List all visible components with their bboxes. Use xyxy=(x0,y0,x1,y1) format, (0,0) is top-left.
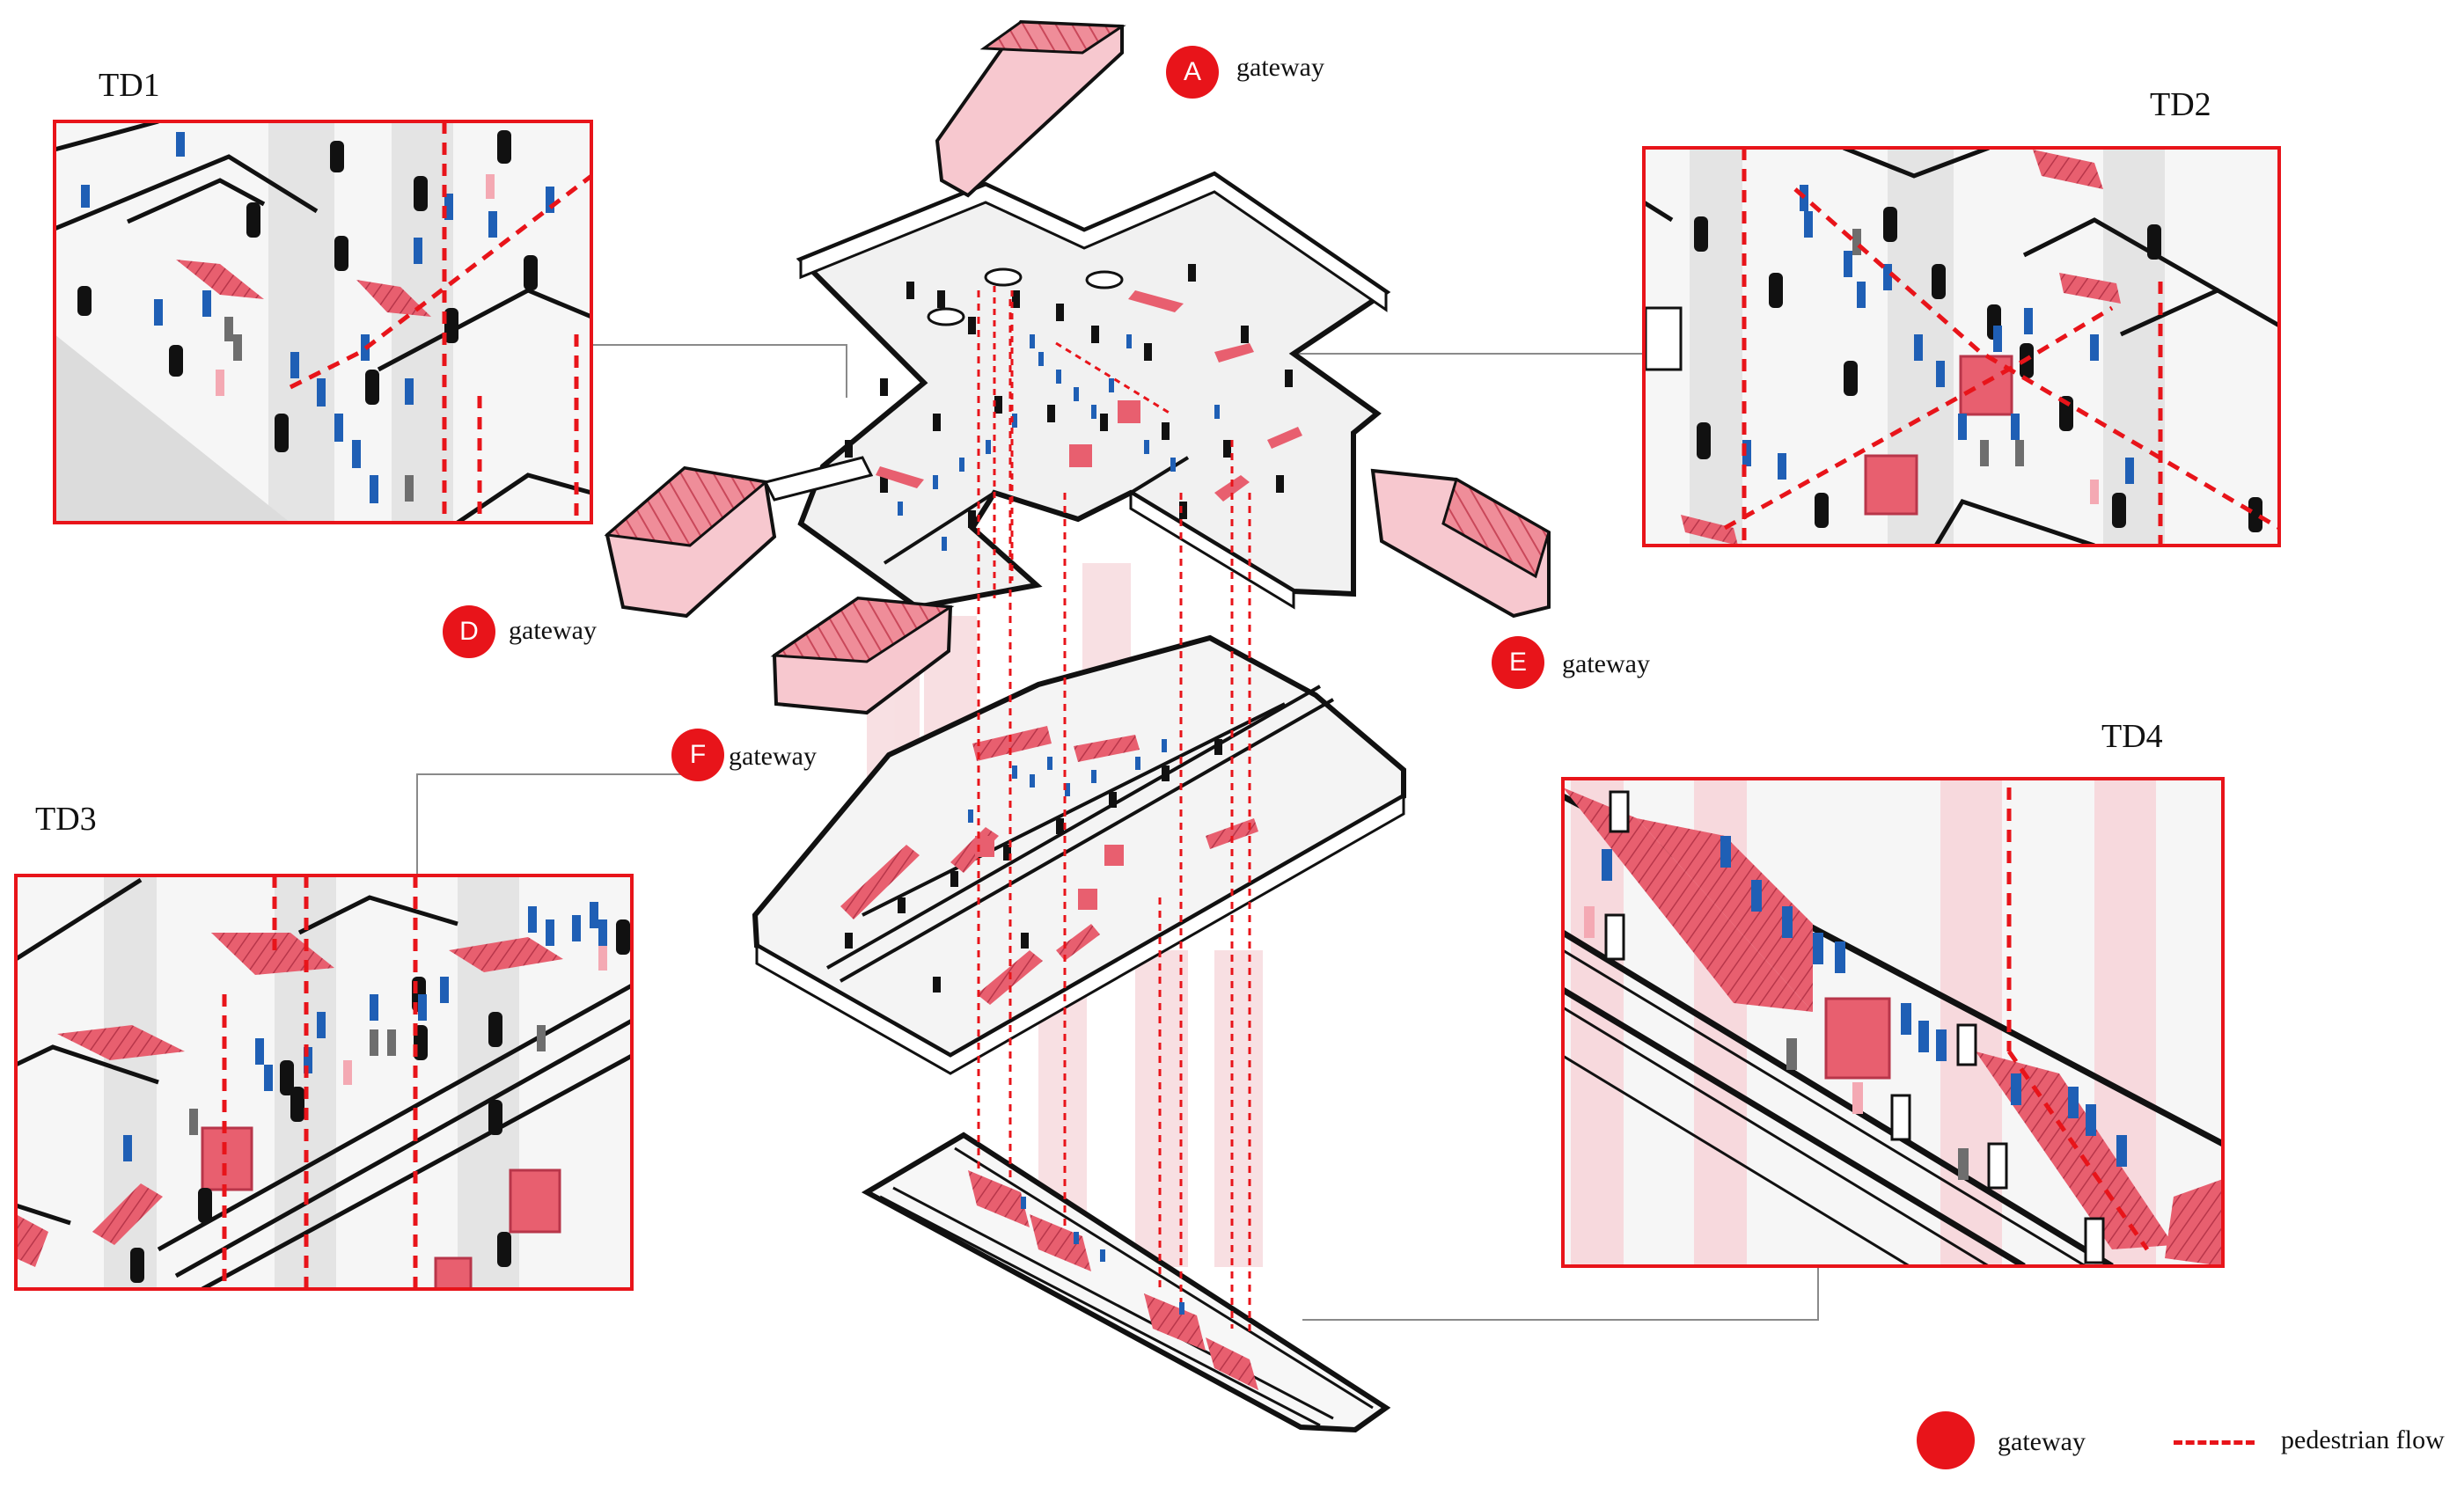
legend-flow-symbol xyxy=(2174,1440,2255,1445)
inset-td1 xyxy=(55,121,591,523)
legend-flow-label: pedestrian flow xyxy=(2281,1425,2445,1454)
gateway-entrance-e xyxy=(1370,468,1551,619)
gateway-label-e: gateway xyxy=(1562,649,1650,678)
upper-concourse-level xyxy=(796,171,1391,611)
inset-label-td1: TD1 xyxy=(99,67,160,104)
pedestrian-flow-lines xyxy=(977,290,1251,1337)
inset-label-td2: TD2 xyxy=(2150,86,2211,123)
inset-td2 xyxy=(1644,148,2279,546)
inset-td4 xyxy=(1563,779,2223,1266)
gateway-label-a: gateway xyxy=(1236,53,1324,82)
inset-td1-frame xyxy=(53,120,593,524)
inset-td4-frame xyxy=(1561,777,2225,1268)
inset-td3 xyxy=(16,875,632,1289)
gateway-entrance-a xyxy=(935,19,1126,198)
middle-platform-level xyxy=(752,634,1406,1075)
gateway-entrance-d xyxy=(604,456,874,619)
legend-gateway-label: gateway xyxy=(1998,1427,2086,1456)
inset-label-td4: TD4 xyxy=(2101,718,2163,755)
legend-gateway-symbol xyxy=(1917,1411,1975,1469)
inset-td2-frame xyxy=(1642,146,2281,547)
gateway-marker-f: F xyxy=(671,729,724,781)
inset-label-td3: TD3 xyxy=(35,801,97,838)
gateway-label-f: gateway xyxy=(729,742,817,771)
concourse-details xyxy=(845,264,1302,598)
lower-track-level xyxy=(861,1132,1391,1433)
gateway-marker-e: E xyxy=(1492,636,1544,689)
gateway-marker-a: A xyxy=(1166,46,1219,99)
gateway-label-d: gateway xyxy=(509,616,597,645)
inset-td3-frame xyxy=(14,874,634,1291)
gateway-entrance-f xyxy=(770,596,955,715)
gateway-marker-d: D xyxy=(443,605,495,658)
